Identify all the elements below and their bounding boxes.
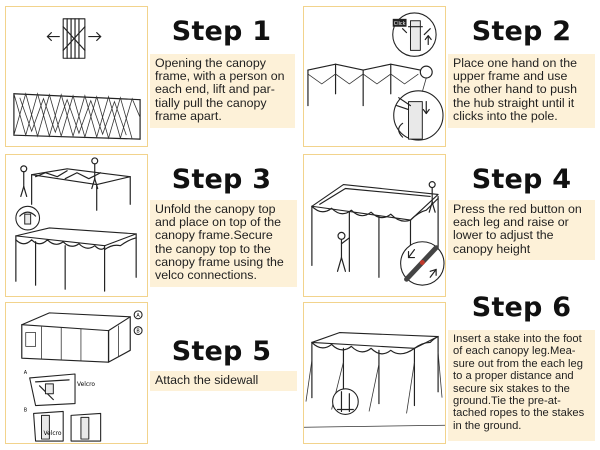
- click-callout-label: Click: [394, 21, 406, 27]
- red-button-icon: [419, 260, 425, 265]
- step-1-title: Step 1: [171, 16, 272, 47]
- step-6-title: Step 6: [471, 292, 572, 323]
- person-icon: [91, 157, 99, 190]
- velcro-label-2: Velcro: [43, 431, 61, 437]
- person-icon: [336, 231, 350, 272]
- hub-click-diagram: Click: [307, 12, 444, 141]
- callout-b-detail: B: [24, 407, 28, 413]
- callout-a-top: A: [136, 313, 140, 319]
- step-3-title: Step 3: [171, 164, 272, 195]
- step-1-description: Opening the canopy frame, with a person …: [150, 54, 295, 128]
- pull-arrows-icon: [46, 32, 102, 42]
- callout-b-top: B: [136, 329, 140, 335]
- step-1-illustration: [5, 6, 148, 147]
- canopy-top-diagram: [15, 157, 137, 292]
- step-5-illustration: A B A Velcro B Velcro: [5, 302, 148, 444]
- step-6-illustration: [303, 302, 446, 444]
- step-5-title: Step 5: [171, 336, 272, 367]
- callout-a-detail: A: [24, 370, 28, 376]
- person-icon: [428, 181, 436, 213]
- step-4-illustration: [303, 154, 446, 297]
- step-3-description: Unfold the canopy top and place on top o…: [150, 200, 297, 287]
- sidewall-diagram: A B A Velcro B Velcro: [21, 310, 143, 442]
- step-2-title: Step 2: [471, 16, 572, 47]
- stakes-diagram: [304, 332, 445, 428]
- step-5-description: Attach the sidewall: [150, 371, 297, 391]
- velcro-label-1: Velcro: [77, 382, 95, 388]
- step-3-illustration: [5, 154, 148, 297]
- height-adjust-diagram: [311, 181, 445, 286]
- step-2-illustration: Click: [303, 6, 446, 147]
- person-icon: [20, 165, 28, 198]
- folded-frame-diagram: [13, 18, 141, 140]
- step-2-description: Place one hand on the upper frame and us…: [448, 54, 595, 128]
- step-4-description: Press the red button on each leg and rai…: [448, 200, 595, 260]
- step-6-description: Insert a stake into the foot of each can…: [448, 330, 595, 441]
- step-4-title: Step 4: [471, 164, 572, 195]
